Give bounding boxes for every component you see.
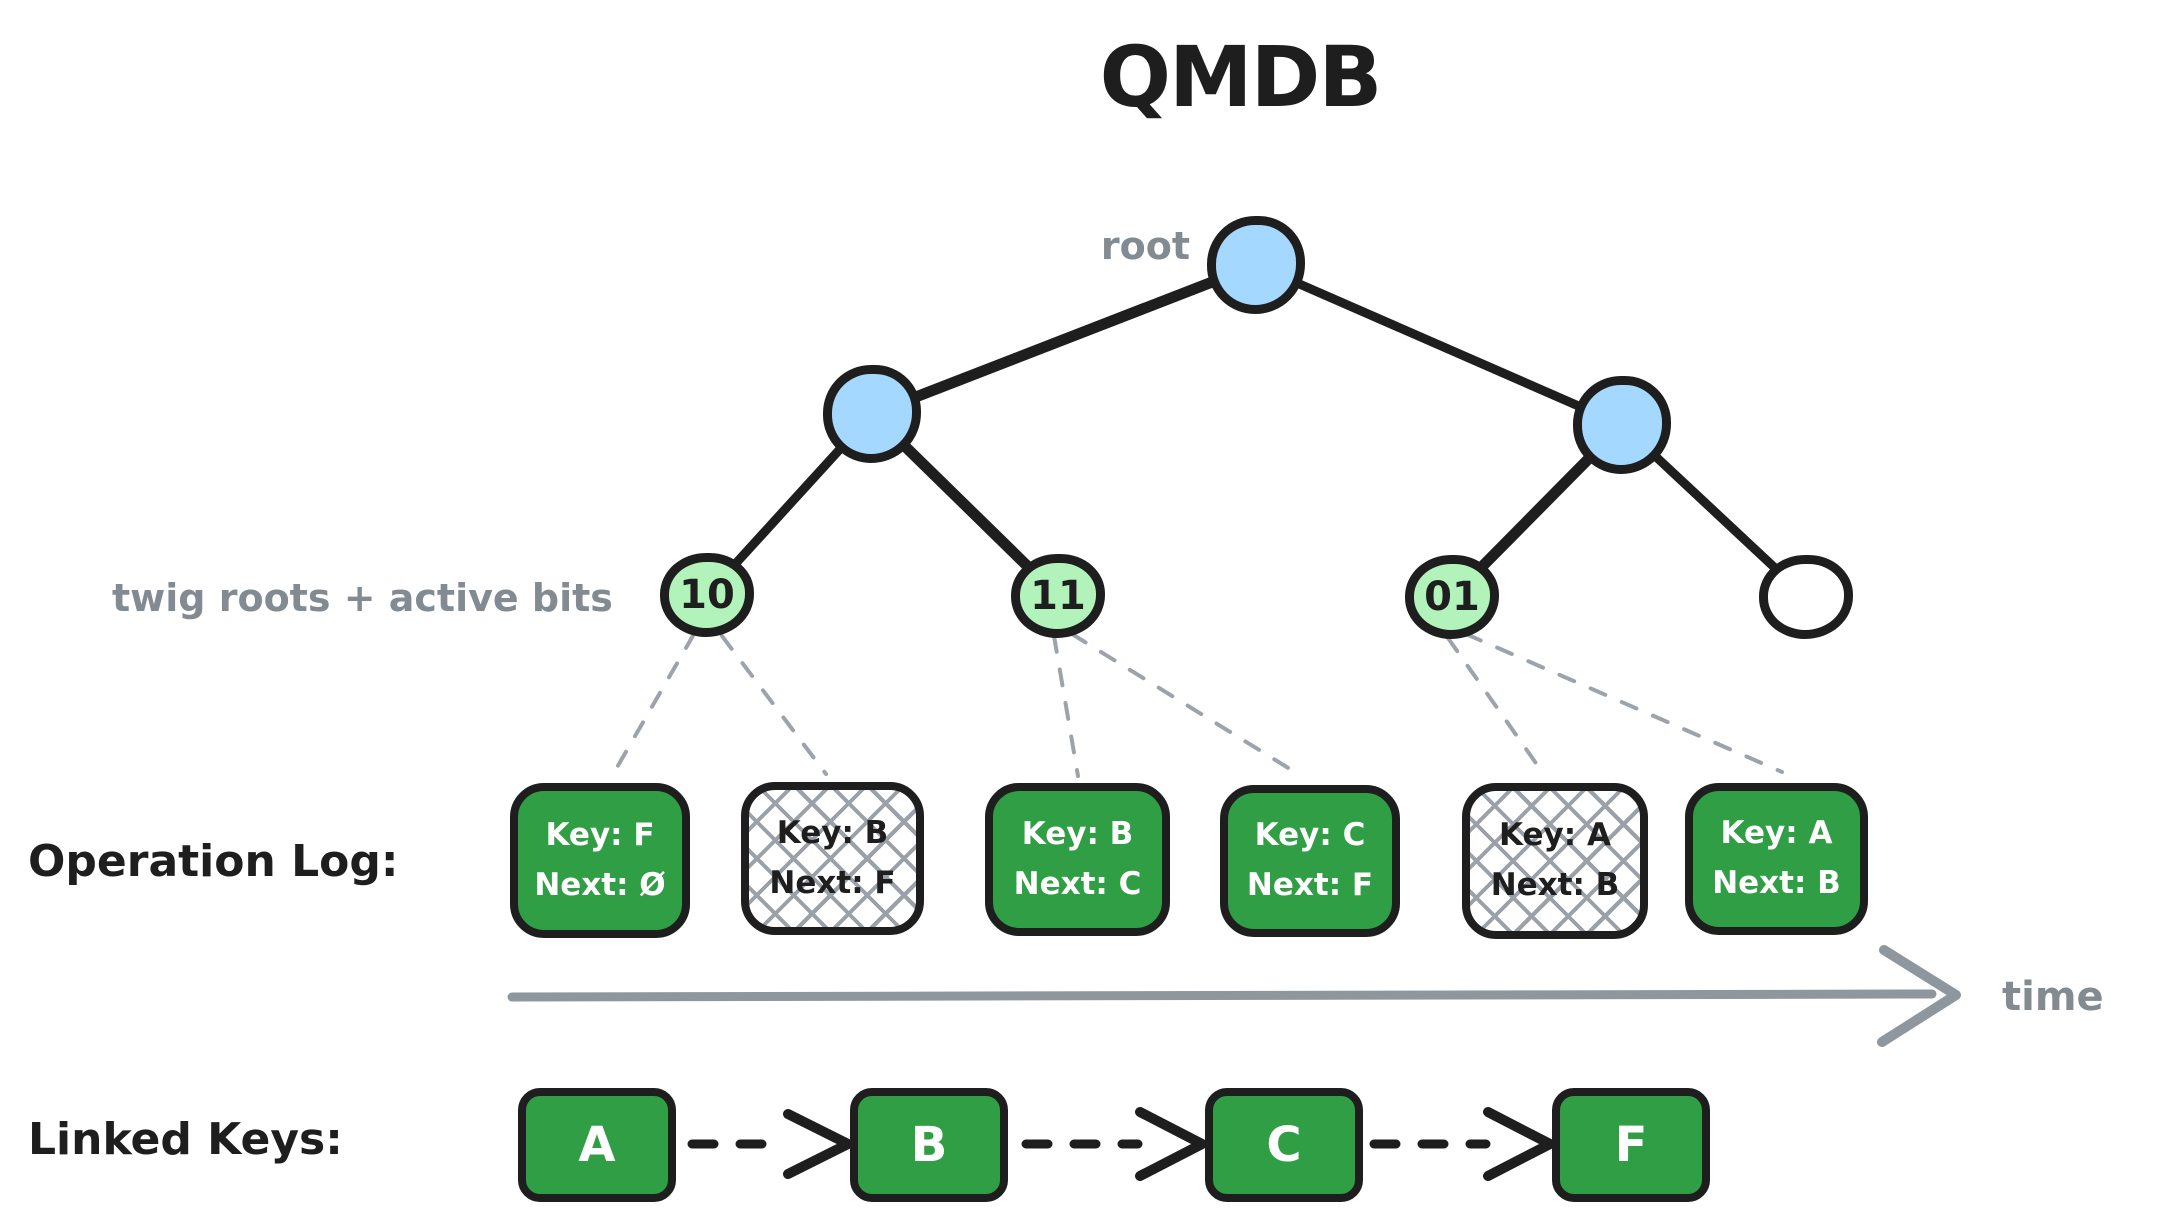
linked-key-label: B <box>910 1117 948 1173</box>
tree-leaf-node-10: 10 <box>660 553 754 637</box>
tree-root-node <box>1207 216 1305 314</box>
linked-arrow-a-b-head <box>783 1109 853 1179</box>
linked-key-box-b: B <box>850 1088 1008 1202</box>
time-arrow-head <box>1877 945 1961 1047</box>
leaf-label: 01 <box>1424 574 1480 620</box>
oplog-box-1: Key: F Next: Ø <box>510 783 690 938</box>
time-arrow-line <box>507 989 1937 1002</box>
tree-leaf-node-empty <box>1759 555 1853 639</box>
twig-connector-11-box4 <box>1070 632 1300 776</box>
tree-internal-node-left <box>823 365 921 463</box>
linked-key-box-a: A <box>518 1088 676 1202</box>
oplog-next: Next: F <box>769 864 896 901</box>
twig-connector-10-box1 <box>610 632 696 778</box>
twig-roots-label: twig roots + active bits <box>112 576 613 620</box>
oplog-key: Key: A <box>1499 817 1611 854</box>
linked-key-box-c: C <box>1205 1088 1363 1202</box>
oplog-box-2: Key: B Next: F <box>741 782 924 935</box>
oplog-key: Key: A <box>1720 815 1833 852</box>
oplog-box-6: Key: A Next: B <box>1685 783 1868 935</box>
linked-key-label: A <box>578 1117 616 1173</box>
oplog-key: Key: B <box>1021 815 1134 852</box>
oplog-box-3: Key: B Next: C <box>985 783 1170 936</box>
linked-keys-label: Linked Keys: <box>28 1114 343 1165</box>
oplog-next: Next: B <box>1490 867 1620 903</box>
linked-arrow-b-c-head <box>1135 1107 1207 1181</box>
root-label: root <box>1100 224 1190 268</box>
twig-connector-01-box5 <box>1446 636 1547 778</box>
tree-leaf-node-11: 11 <box>1011 554 1105 638</box>
leaf-label: 10 <box>679 572 735 618</box>
tree-edge-root-right <box>1251 260 1627 430</box>
linked-key-box-f: F <box>1552 1088 1710 1202</box>
oplog-box-5: Key: A Next: B <box>1462 783 1648 939</box>
twig-connector-01-box6 <box>1464 632 1784 774</box>
linked-key-label: F <box>1614 1117 1648 1173</box>
oplog-key: Key: C <box>1254 817 1366 854</box>
operation-log-label: Operation Log: <box>28 836 399 887</box>
linked-arrow-c-f-head <box>1483 1107 1555 1181</box>
oplog-next: Next: B <box>1712 865 1841 901</box>
tree-internal-node-right <box>1573 376 1671 474</box>
oplog-next: Next: F <box>1246 867 1374 903</box>
oplog-next: Next: C <box>1013 865 1142 902</box>
time-label: time <box>2002 974 2104 1020</box>
oplog-box-4: Key: C Next: F <box>1220 785 1400 937</box>
tree-leaf-node-01: 01 <box>1405 555 1499 639</box>
leaf-label: 11 <box>1030 573 1086 619</box>
twig-connector-11-box3 <box>1052 634 1080 778</box>
oplog-key: Key: F <box>545 816 655 853</box>
linked-key-label: C <box>1266 1117 1302 1173</box>
oplog-key: Key: B <box>776 814 889 851</box>
twig-connector-10-box2 <box>720 634 828 776</box>
tree-edge-root-left <box>866 259 1262 420</box>
oplog-next: Next: Ø <box>534 866 666 903</box>
diagram-title: QMDB <box>1099 28 1383 126</box>
